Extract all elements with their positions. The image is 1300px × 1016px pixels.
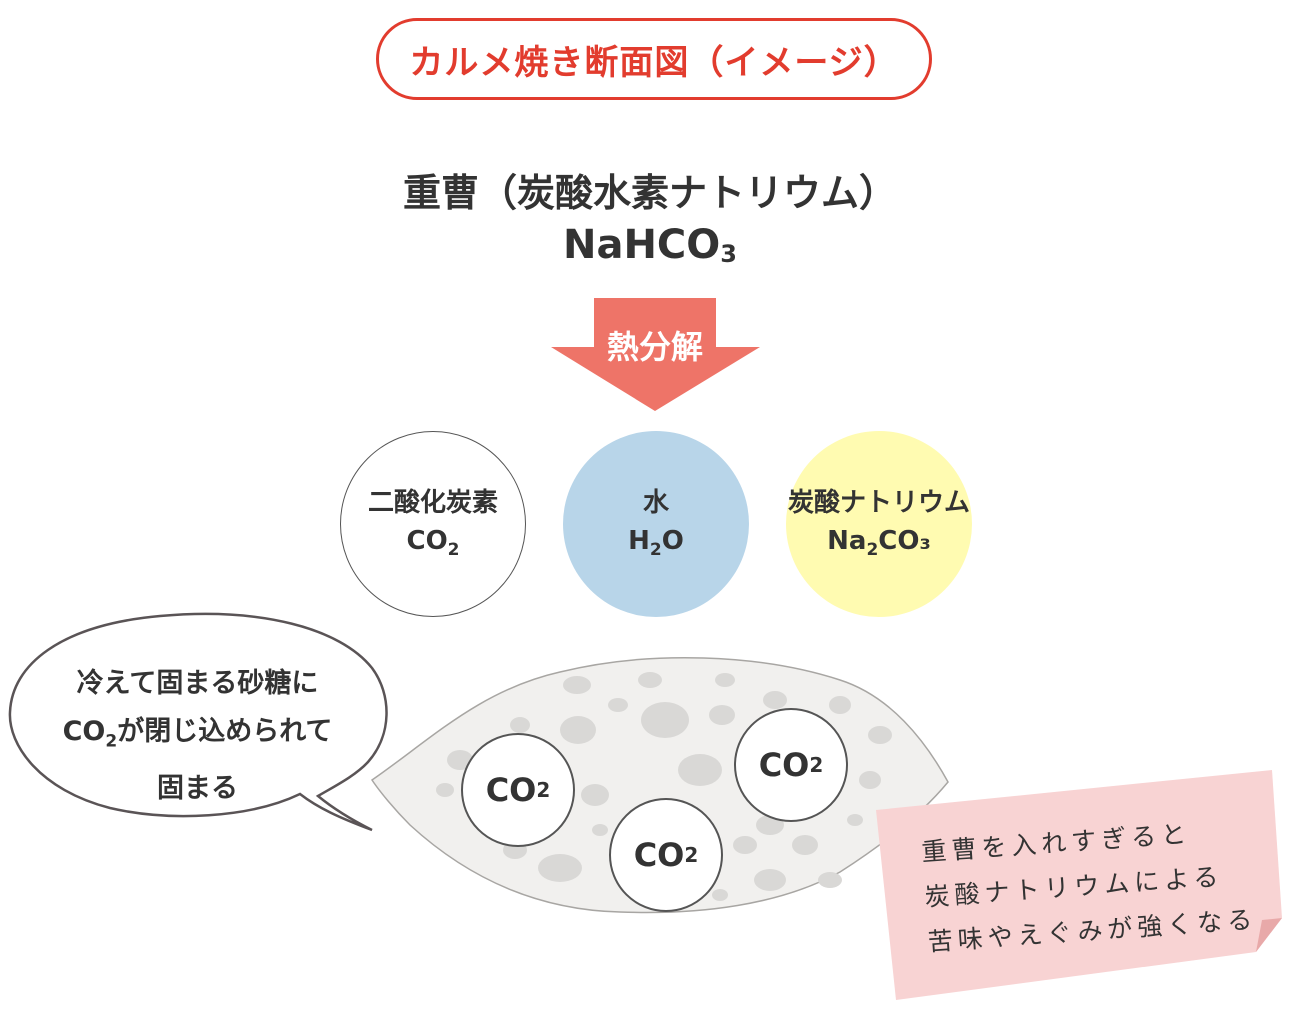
speech-bubble-text: 冷えて固まる砂糖に CO2が閉じ込められて 固まる <box>30 660 365 813</box>
co2-bubble-subscript: 2 <box>684 843 699 867</box>
co2-bubble-subscript: 2 <box>536 778 551 802</box>
formula-part: H <box>628 525 650 556</box>
product-formula: Na2CO₃ <box>827 523 931 563</box>
speech-line-2: CO2が閉じ込められて <box>30 708 365 765</box>
speech-line-3: 固まる <box>157 773 238 805</box>
product-formula: CO2 <box>406 523 459 563</box>
product-formula: H2O <box>628 523 684 563</box>
sticky-note-fold <box>1256 918 1282 952</box>
product-water: 水 H2O <box>563 431 749 617</box>
product-name: 炭酸ナトリウム <box>787 488 970 519</box>
speech-formula: CO <box>62 716 106 747</box>
speech-bubble <box>8 612 388 832</box>
co2-bubble-subscript: 2 <box>809 753 824 777</box>
candy-air-pockets <box>436 672 892 901</box>
product-carbon-dioxide: 二酸化炭素 CO2 <box>340 431 526 617</box>
compound-formula: NaHCO3 <box>350 222 950 268</box>
co2-bubble-label: CO <box>633 836 685 874</box>
speech-formula-subscript: 2 <box>105 731 118 752</box>
co2-bubble-label: CO <box>758 746 810 784</box>
formula-part: Na <box>827 525 867 556</box>
sticky-note <box>876 770 1282 1000</box>
product-name: 二酸化炭素 <box>367 488 498 519</box>
product-sodium-carbonate: 炭酸ナトリウム Na2CO₃ <box>786 431 972 617</box>
speech-line-2-rest: が閉じ込められて <box>117 716 333 747</box>
compound-name: 重曹（炭酸水素ナトリウム） <box>402 171 897 215</box>
formula-part: CO₃ <box>878 525 931 556</box>
diagram-title: カルメ焼き断面図（イメージ） <box>376 18 932 100</box>
co2-bubble-label: CO <box>485 771 537 809</box>
speech-line-1: 冷えて固まる砂糖に <box>76 668 319 699</box>
formula-subscript: 2 <box>866 540 879 561</box>
thermal-decomposition-label: 熱分解 <box>606 328 703 366</box>
compound-formula-base: NaHCO <box>562 222 721 268</box>
compound-formula-subscript: 3 <box>720 240 737 268</box>
diagram-title-text: カルメ焼き断面図（イメージ） <box>409 42 899 83</box>
sticky-note-text: 重曹を入れすぎると 炭酸ナトリウムによる 苦味やえぐみが強くなる <box>920 805 1289 965</box>
formula-subscript: 2 <box>649 540 662 561</box>
formula-subscript: 2 <box>447 540 460 561</box>
down-arrow-icon <box>551 298 760 411</box>
formula-part: CO <box>406 525 448 556</box>
product-name: 水 <box>642 488 669 519</box>
formula-part: O <box>661 525 684 556</box>
